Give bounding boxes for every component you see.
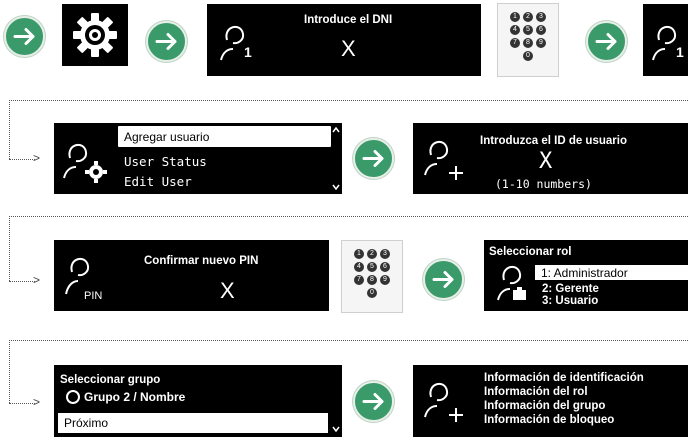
key-9[interactable]: 9 (536, 38, 546, 48)
screen-title: Seleccionar grupo (60, 374, 161, 386)
menu-item-label: Agregar usuario (124, 130, 210, 144)
scroll-down-icon[interactable] (331, 425, 341, 433)
key-8[interactable]: 8 (367, 275, 377, 285)
keypad-icon[interactable]: 1 2 3 4 5 6 7 8 9 0 (497, 3, 559, 77)
flow-connector (9, 403, 35, 404)
arrow-right-icon (353, 138, 394, 179)
user-id-screen: Introduzca el ID de usuario X (1-10 numb… (413, 123, 688, 194)
key-7[interactable]: 7 (354, 275, 364, 285)
key-0[interactable]: 0 (523, 51, 533, 61)
menu-screen: Agregar usuario User Status Edit User (54, 123, 342, 194)
screen-title: Confirmar nuevo PIN (144, 255, 259, 267)
flow-connector (9, 216, 688, 217)
select-group-screen: Seleccionar grupo Grupo 2 / Nombre Próxi… (54, 365, 342, 437)
key-3[interactable]: 3 (536, 12, 546, 22)
role-option-user[interactable]: 3: Usuario (542, 295, 599, 307)
next-button-label: Próximo (64, 416, 109, 430)
chevron-right-icon: > (33, 273, 41, 287)
flow-connector (9, 159, 35, 160)
screen-title: Introduce el DNI (304, 14, 393, 26)
menu-item-edit-user[interactable]: Edit User (124, 174, 192, 189)
key-0[interactable]: 0 (367, 288, 377, 298)
scroll-down-icon[interactable] (331, 183, 341, 191)
summary-item: Información de identificación (484, 372, 644, 384)
arrow-right-icon (4, 16, 45, 57)
key-2[interactable]: 2 (523, 12, 533, 22)
menu-item-add-user[interactable]: Agregar usuario (118, 126, 331, 147)
summary-item: Información de bloqueo (484, 414, 615, 426)
key-9[interactable]: 9 (380, 275, 390, 285)
role-option-manager[interactable]: 2: Gerente (542, 283, 599, 295)
key-6[interactable]: 6 (380, 262, 390, 272)
flow-connector (9, 100, 688, 101)
user-icon (652, 25, 677, 61)
user-pin-icon (65, 257, 90, 295)
user-add-icon (424, 140, 463, 180)
flow-connector (9, 100, 10, 159)
key-6[interactable]: 6 (536, 25, 546, 35)
key-4[interactable]: 4 (354, 262, 364, 272)
key-7[interactable]: 7 (510, 38, 520, 48)
chevron-right-icon: > (33, 395, 41, 409)
key-4[interactable]: 4 (510, 25, 520, 35)
keypad-icon[interactable]: 1 2 3 4 5 6 7 8 9 0 (341, 240, 403, 313)
key-3[interactable]: 3 (380, 249, 390, 259)
key-8[interactable]: 8 (523, 38, 533, 48)
key-1[interactable]: 1 (510, 12, 520, 22)
summary-screen: Información de identificación Informació… (413, 365, 688, 437)
summary-item: Información del grupo (484, 400, 606, 412)
arrow-right-icon (146, 21, 187, 62)
user-add-icon (424, 382, 463, 422)
input-value: X (220, 278, 235, 303)
pin-label: PIN (84, 290, 103, 302)
user-badge-icon (497, 265, 526, 301)
confirm-pin-screen: PIN Confirmar nuevo PIN X (54, 240, 329, 311)
gear-icon[interactable] (62, 4, 128, 66)
flow-connector (9, 340, 688, 341)
flow-connector (9, 216, 10, 281)
dni-screen: 1 Introduce el DNI X (207, 4, 481, 76)
next-screen-partial: 1 (643, 4, 688, 76)
role-option-admin[interactable]: 1: Administrador (535, 265, 688, 280)
scroll-up-icon[interactable] (331, 126, 341, 134)
input-hint: (1-10 numbers) (495, 177, 592, 191)
input-value: X (341, 36, 356, 61)
select-role-screen: Seleccionar rol 1: Administrador 2: Gere… (484, 240, 688, 311)
user-icon (220, 25, 245, 61)
chevron-right-icon: > (33, 151, 41, 165)
summary-item: Información del rol (484, 386, 588, 398)
arrow-right-icon (586, 21, 627, 62)
arrow-right-icon (423, 259, 464, 300)
key-2[interactable]: 2 (367, 249, 377, 259)
menu-item-user-status[interactable]: User Status (124, 154, 207, 169)
key-1[interactable]: 1 (354, 249, 364, 259)
key-5[interactable]: 5 (367, 262, 377, 272)
key-5[interactable]: 5 (523, 25, 533, 35)
flow-connector (9, 340, 10, 403)
screen-title: Seleccionar rol (489, 246, 572, 258)
radio-icon[interactable] (66, 390, 80, 404)
screen-title: Introduzca el ID de usuario (480, 135, 627, 147)
user-settings-icon (63, 143, 107, 183)
role-option-label: 1: Administrador (541, 266, 628, 280)
user-number: 1 (244, 44, 252, 60)
next-button[interactable]: Próximo (58, 413, 328, 433)
input-value: X (539, 149, 553, 174)
arrow-right-icon (353, 381, 394, 422)
group-option[interactable]: Grupo 2 / Nombre (84, 390, 186, 404)
user-number: 1 (676, 44, 684, 60)
flow-connector (9, 281, 35, 282)
